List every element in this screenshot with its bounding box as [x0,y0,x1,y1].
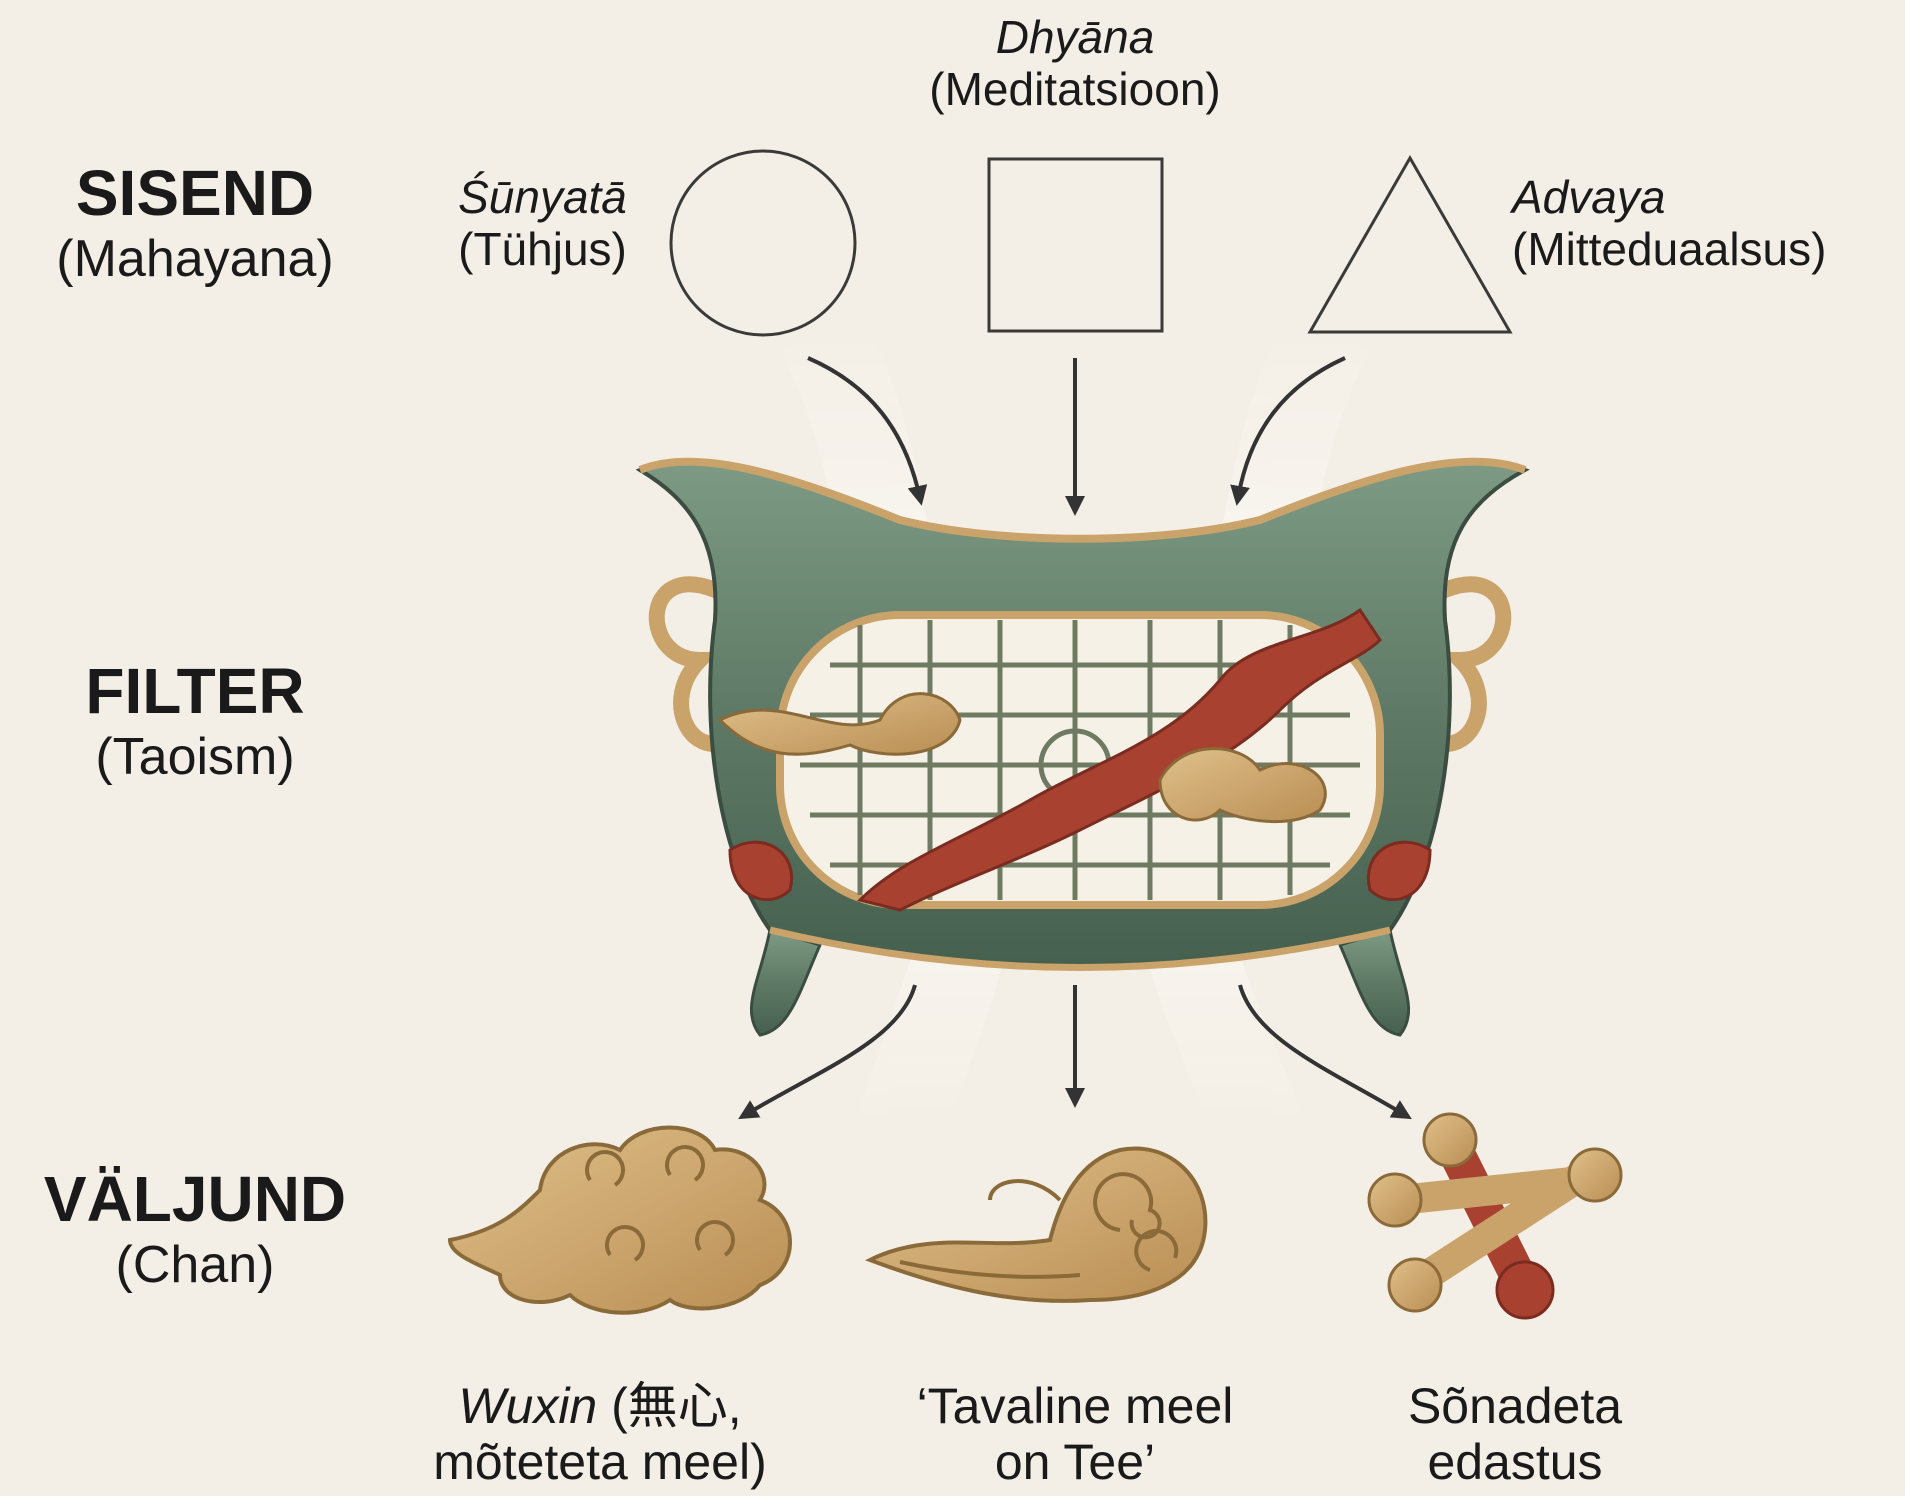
output-wordless-label: Sõnadeta edastus [1330,1378,1700,1490]
stage-input-subtitle: (Mahayana) [0,230,390,288]
stage-filter-subtitle: (Taoism) [0,728,390,786]
stage-output-label: VÄLJUND (Chan) [0,1164,390,1294]
stage-output-title: VÄLJUND [0,1164,390,1236]
input-sunyata-translation: (Tühjus) [425,224,660,276]
input-dhyana-translation: (Meditatsioon) [855,64,1295,116]
circle-icon [671,151,855,335]
output-wuxin-label: Wuxin (無心, mõteteta meel) [400,1378,800,1490]
output-wuxin-line1: Wuxin (無心, [400,1378,800,1434]
input-sunyata-label: Śūnyatā (Tühjus) [425,172,660,275]
square-icon [989,159,1162,331]
triangle-icon [1310,158,1510,332]
stage-filter-title: FILTER [0,656,390,728]
output-wordless-line1: Sõnadeta [1330,1378,1700,1434]
knot-icon [1369,1114,1621,1318]
input-sunyata-term: Śūnyatā [425,172,660,224]
input-dhyana-label: Dhyāna (Meditatsioon) [855,12,1295,115]
output-wuxin-chinese: (無心, [597,1378,741,1434]
output-ordinary-mind-line1: ‘Tavaline meel [860,1378,1290,1434]
input-advaya-translation: (Mitteduaalsus) [1512,224,1902,276]
output-ordinary-mind-label: ‘Tavaline meel on Tee’ [860,1378,1290,1490]
output-ordinary-mind-line2: on Tee’ [860,1434,1290,1490]
output-wuxin-line2: mõteteta meel) [400,1434,800,1490]
output-wuxin-term: Wuxin [458,1378,597,1434]
bronze-vessel-icon [640,462,1525,1035]
input-dhyana-term: Dhyāna [855,12,1295,64]
stage-output-subtitle: (Chan) [0,1236,390,1294]
wind-swirl-icon [870,1148,1205,1300]
stage-input-label: SISEND (Mahayana) [0,158,390,288]
output-wordless-line2: edastus [1330,1434,1700,1490]
stage-filter-label: FILTER (Taoism) [0,656,390,786]
input-advaya-label: Advaya (Mitteduaalsus) [1512,172,1902,275]
cloud-icon [450,1128,790,1313]
stage-input-title: SISEND [0,158,390,230]
input-advaya-term: Advaya [1512,172,1902,224]
